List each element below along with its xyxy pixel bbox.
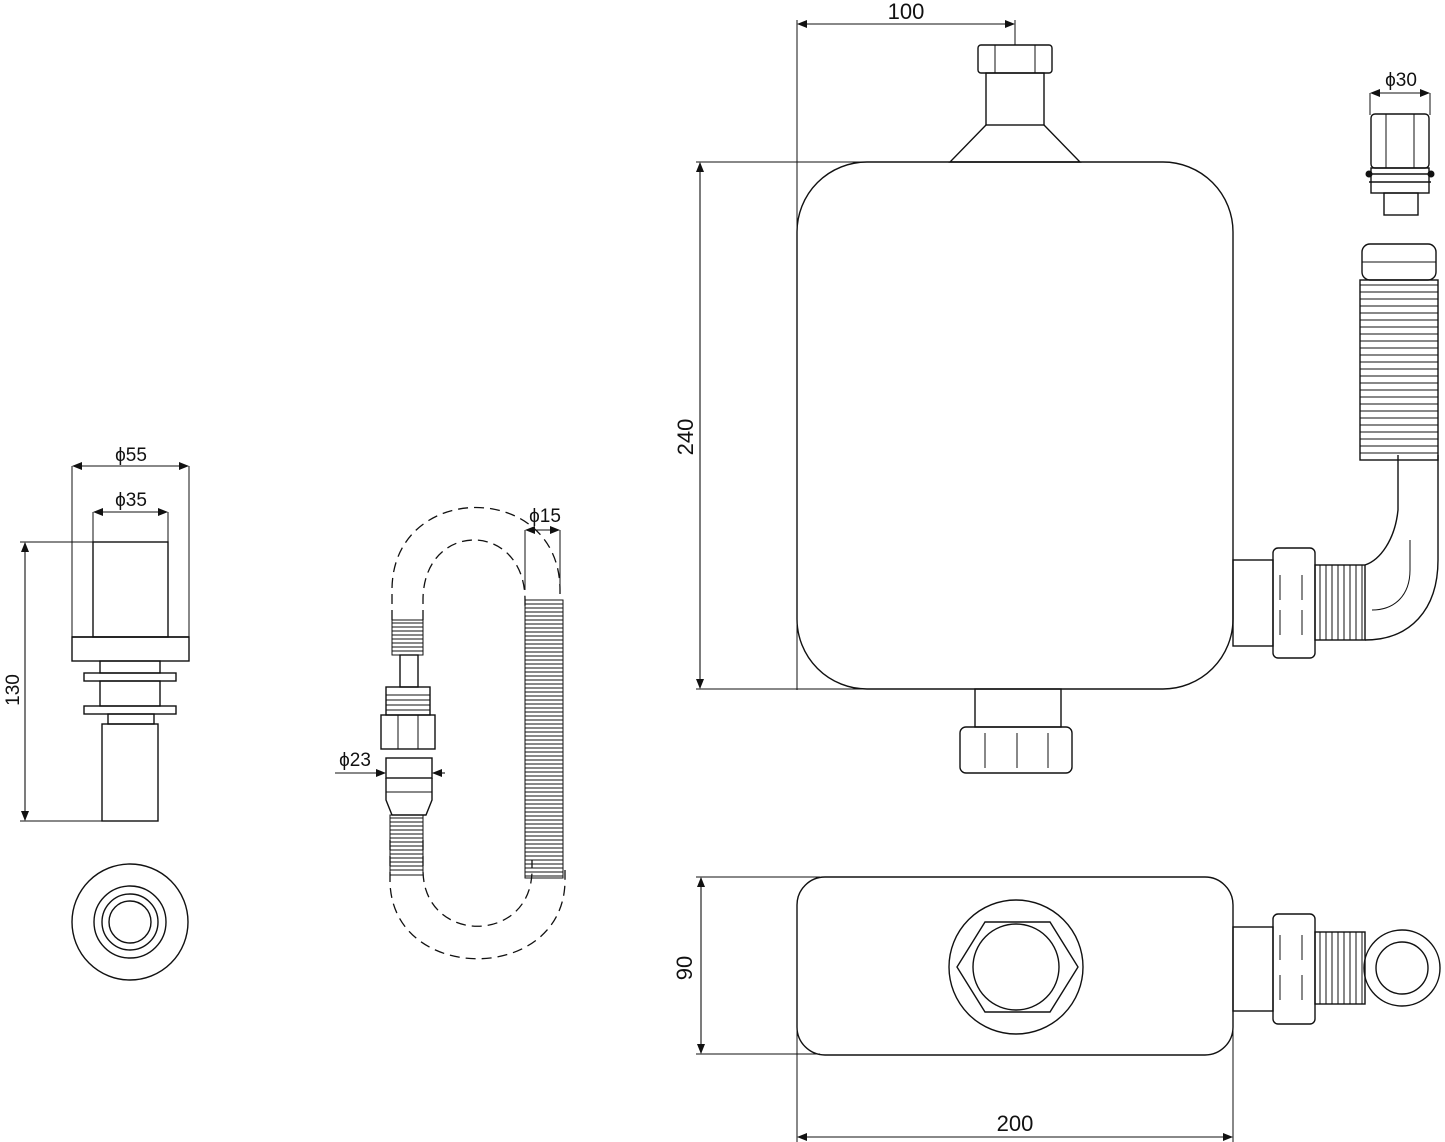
flange-tailpiece-side-view <box>71 541 190 822</box>
tank-top-view <box>796 876 1441 1056</box>
flange-top-view <box>71 863 189 981</box>
flange-dimensions: ϕ55 ϕ35 130 <box>3 445 190 822</box>
flange-height-label: 130 <box>3 674 24 706</box>
hose-left-top-ribs <box>392 622 423 652</box>
hose-left-bottom-ribs <box>390 817 423 871</box>
tank-height-label: 240 <box>673 419 698 456</box>
top-view-dimensions: 90 200 <box>672 876 1234 1142</box>
top-outlet-ribs <box>1319 932 1363 1004</box>
hose-diameter-label: ϕ15 <box>529 506 561 527</box>
tank-bottom-width-label: 200 <box>997 1111 1034 1136</box>
flange-outer-diameter-label: ϕ55 <box>115 445 147 466</box>
flexible-hose <box>380 506 566 960</box>
outlet-ribs <box>1319 565 1363 640</box>
tank-front-view <box>796 44 1439 774</box>
tank-dimensions: 100 240 ϕ30 <box>673 0 1431 690</box>
hose-dimensions: ϕ15 ϕ23 <box>335 506 561 777</box>
hose-right-ribs <box>525 603 563 877</box>
outlet-diameter-label: ϕ30 <box>1385 70 1417 91</box>
tank-depth-label: 90 <box>672 956 697 980</box>
outlet-fitting <box>1365 113 1435 216</box>
flange-inner-diameter-label: ϕ35 <box>115 490 147 511</box>
connector-diameter-label: ϕ23 <box>339 750 371 771</box>
outlet-vertical-ribs <box>1360 284 1438 454</box>
tank-top-width-label: 100 <box>888 0 925 24</box>
